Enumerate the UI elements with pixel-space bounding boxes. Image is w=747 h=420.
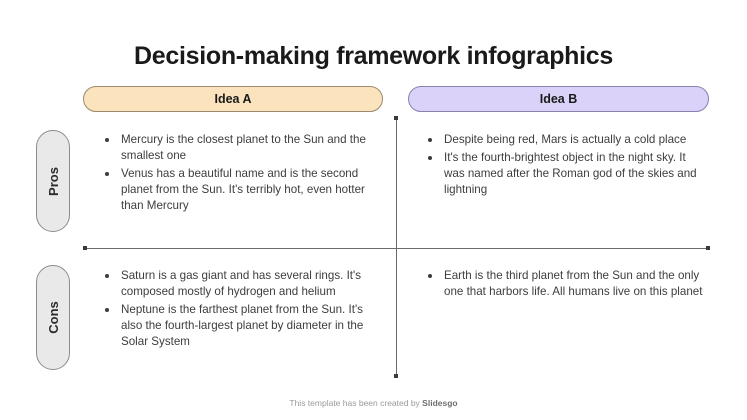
bullet-list-idea-a-cons: Saturn is a gas giant and has several ri… [95,268,385,350]
bullet-list-idea-b-pros: Despite being red, Mars is actually a co… [418,132,708,198]
footer-credit-brand[interactable]: Slidesgo [422,398,458,408]
list-item: It's the fourth-brightest object in the … [428,150,708,198]
vertical-divider [396,118,397,378]
list-item: Venus has a beautiful name and is the se… [105,166,385,214]
divider-endpoint-bottom-icon [394,374,398,378]
bullet-list-idea-a-pros: Mercury is the closest planet to the Sun… [95,132,385,214]
cell-idea-a-pros: Mercury is the closest planet to the Sun… [95,132,385,216]
list-item: Mercury is the closest planet to the Sun… [105,132,385,164]
column-header-idea-a[interactable]: Idea A [83,86,383,112]
row-label-pros-text: Pros [45,166,61,196]
divider-endpoint-right-icon [706,246,710,250]
divider-endpoint-top-icon [394,116,398,120]
row-label-cons-text: Cons [45,301,61,334]
footer-credit-text: This template has been created by [289,398,423,408]
list-item: Despite being red, Mars is actually a co… [428,132,708,148]
divider-endpoint-left-icon [83,246,87,250]
bullet-list-idea-b-cons: Earth is the third planet from the Sun a… [418,268,708,300]
list-item: Earth is the third planet from the Sun a… [428,268,708,300]
footer-credit: This template has been created by Slides… [0,398,747,408]
list-item: Saturn is a gas giant and has several ri… [105,268,385,300]
row-label-pros[interactable]: Pros [36,130,70,232]
cell-idea-a-cons: Saturn is a gas giant and has several ri… [95,268,385,352]
page-title: Decision-making framework infographics [134,42,613,70]
cell-idea-b-cons: Earth is the third planet from the Sun a… [418,268,708,302]
row-label-cons[interactable]: Cons [36,265,70,370]
column-header-idea-b-label: Idea B [539,92,578,106]
column-header-idea-a-label: Idea A [214,92,252,106]
column-header-idea-b[interactable]: Idea B [408,86,709,112]
list-item: Neptune is the farthest planet from the … [105,302,385,350]
cell-idea-b-pros: Despite being red, Mars is actually a co… [418,132,708,200]
